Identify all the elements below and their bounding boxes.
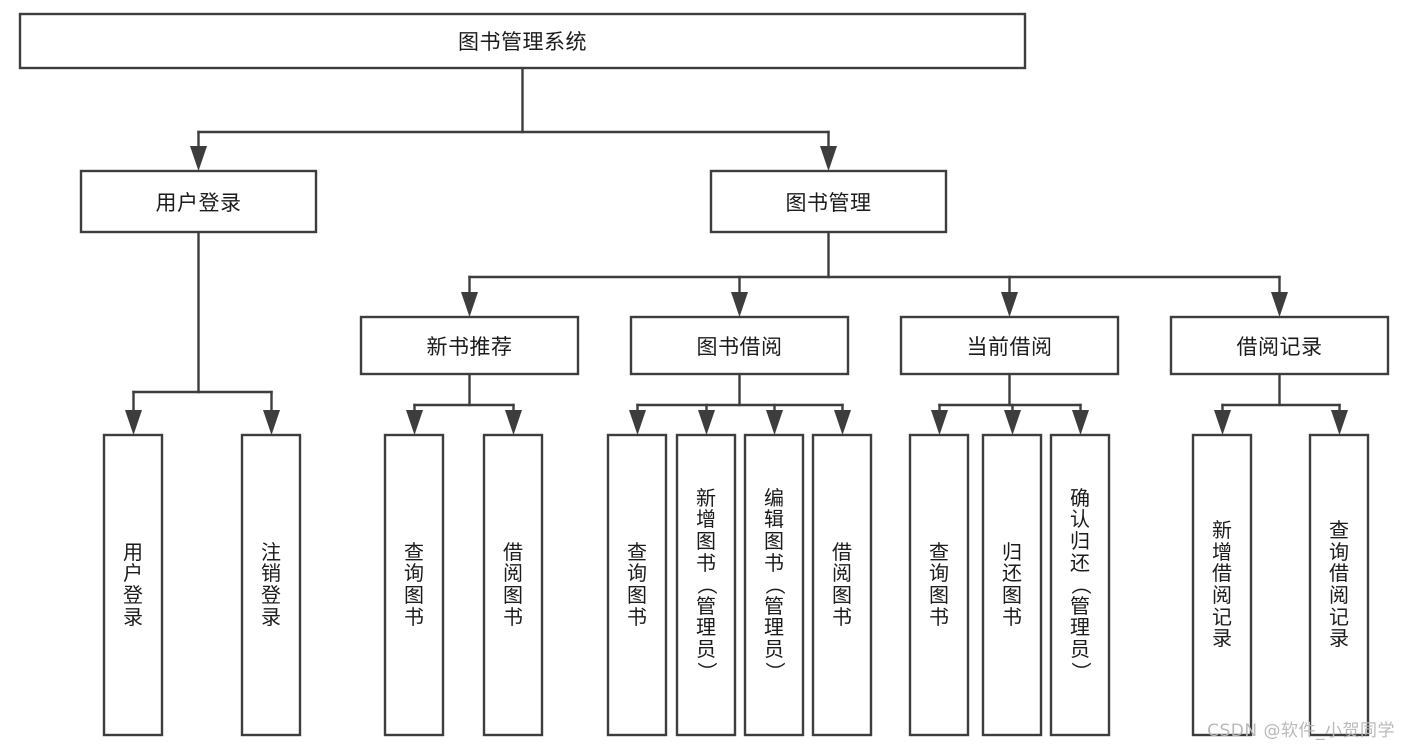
node-box-new-book-recommend[interactable] xyxy=(359,315,580,376)
connector-layer xyxy=(125,66,1348,435)
node-box-root[interactable] xyxy=(18,12,1027,70)
arrowhead-leaf-return-book xyxy=(1004,410,1021,435)
arrowhead-leaf-edit-book xyxy=(766,410,783,435)
leaf-box-query-book-borrow[interactable] xyxy=(606,433,668,737)
arrowhead-user-login xyxy=(190,146,207,171)
watermark-text: CSDN @软件_小贺同学 xyxy=(1207,721,1395,741)
arrowhead-record xyxy=(1271,292,1288,317)
node-box-layer xyxy=(18,12,1390,737)
leaf-box-user-login[interactable] xyxy=(102,433,164,737)
arrowhead-leaf-query-record xyxy=(1331,410,1348,435)
arrowhead-leaf-query-book-1 xyxy=(406,410,423,435)
arrowhead-leaf-query-book-2 xyxy=(629,410,646,435)
node-box-borrow-record[interactable] xyxy=(1169,315,1390,376)
leaf-box-add-borrow-record[interactable] xyxy=(1191,433,1253,737)
arrowhead-borrow xyxy=(731,292,748,317)
node-box-book-borrow[interactable] xyxy=(629,315,850,376)
arrowhead-current xyxy=(1001,292,1018,317)
arrowhead-book-manage xyxy=(820,146,837,171)
leaf-box-edit-book-admin[interactable] xyxy=(743,433,805,737)
arrowhead-leaf-add-record xyxy=(1214,410,1231,435)
node-box-user-login[interactable] xyxy=(79,169,318,234)
node-box-current-borrow[interactable] xyxy=(899,315,1120,376)
leaf-box-logout[interactable] xyxy=(240,433,302,737)
leaf-box-confirm-return-admin[interactable] xyxy=(1049,433,1111,737)
leaf-box-borrow-book[interactable] xyxy=(811,433,873,737)
leaf-box-add-book-admin[interactable] xyxy=(675,433,737,737)
arrowhead-leaf-borrow-book-2 xyxy=(834,410,851,435)
arrowhead-leaf-confirm-return xyxy=(1072,410,1089,435)
arrowhead-leaf-query-book-3 xyxy=(931,410,948,435)
arrowhead-leaf-add-book xyxy=(698,410,715,435)
arrowhead-leaf-borrow-book-1 xyxy=(505,410,522,435)
arrowhead-leaf-user-login xyxy=(125,410,142,435)
leaf-box-borrow-book-recommend[interactable] xyxy=(482,433,544,737)
leaf-box-query-book-current[interactable] xyxy=(908,433,970,737)
leaf-box-query-book-recommend[interactable] xyxy=(383,433,445,737)
arrowhead-new-book xyxy=(461,292,478,317)
leaf-box-query-borrow-record[interactable] xyxy=(1308,433,1370,737)
leaf-box-return-book[interactable] xyxy=(981,433,1043,737)
node-box-book-management[interactable] xyxy=(709,169,948,234)
arrowhead-leaf-logout xyxy=(263,410,280,435)
